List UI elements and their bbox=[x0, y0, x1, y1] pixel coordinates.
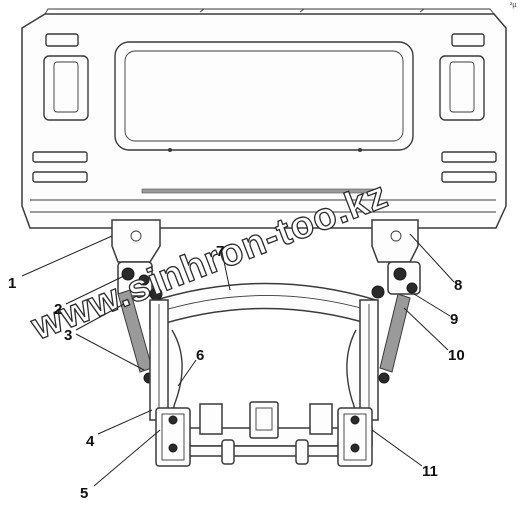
left-light-cluster bbox=[32, 33, 89, 183]
right-upper-mount-bracket bbox=[371, 219, 419, 263]
lower-frame bbox=[159, 401, 373, 465]
left-upper-mount-bracket bbox=[111, 219, 161, 263]
callout-8: 8 bbox=[454, 277, 462, 294]
corner-mark: ²µ bbox=[510, 2, 516, 9]
callout-7: 7 bbox=[216, 243, 224, 260]
callout-5: 5 bbox=[80, 485, 88, 502]
callout-1: 1 bbox=[8, 275, 16, 292]
callout-11: 11 bbox=[422, 463, 438, 480]
callout-3: 3 bbox=[64, 327, 72, 344]
left-lower-mount bbox=[155, 407, 191, 467]
right-shock-absorber bbox=[378, 293, 411, 384]
callout-10: 10 bbox=[448, 347, 465, 364]
callout-6: 6 bbox=[196, 347, 204, 364]
leader-lines bbox=[21, 233, 455, 487]
left-lock-mechanism bbox=[117, 261, 163, 301]
callout-2: 2 bbox=[54, 301, 62, 318]
right-lower-mount bbox=[337, 407, 373, 467]
right-lock-mechanism bbox=[371, 261, 421, 299]
callout-9: 9 bbox=[450, 311, 458, 328]
left-vertical-support bbox=[149, 299, 169, 421]
panel-trim-bar bbox=[141, 188, 379, 194]
right-light-cluster bbox=[439, 33, 497, 183]
right-vertical-support bbox=[359, 299, 379, 421]
rear-window bbox=[114, 41, 414, 152]
callout-4: 4 bbox=[86, 433, 95, 450]
cab-rear-panel bbox=[21, 8, 507, 229]
